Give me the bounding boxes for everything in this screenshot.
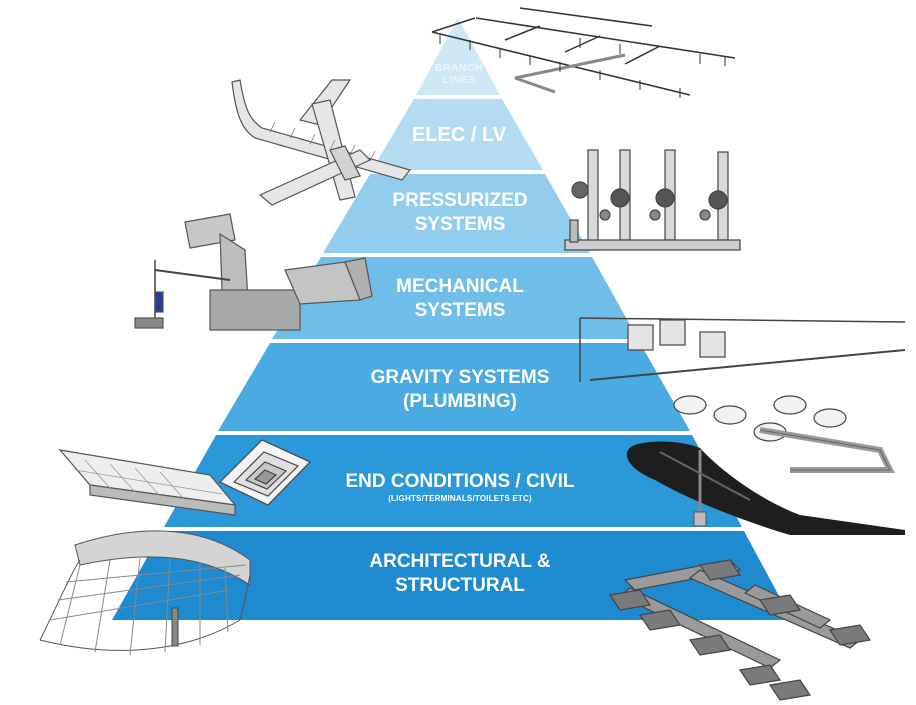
gravity-line-1: GRAVITY SYSTEMS [370, 367, 550, 388]
cable-tray-illustration [231, 79, 412, 206]
tier-gravity [218, 343, 690, 431]
tier-label-pressurized: PRESSURIZED SYSTEMS [330, 189, 590, 237]
ceiling-diffuser-illustration [218, 439, 312, 506]
mechanical-line-2: SYSTEMS [414, 299, 506, 321]
tier-elec-lv [372, 99, 543, 170]
tier-label-elec-lv: ELEC / LV [360, 123, 558, 147]
plumbing-toilets-illustration [579, 317, 906, 473]
pressurized-line-2: SYSTEMS [414, 213, 506, 235]
pyramid-tiers [112, 18, 792, 620]
hvac-ductwork-illustration [134, 213, 373, 331]
civil-road-drainage-illustration [626, 441, 905, 535]
elec-lv-line-1: ELEC / LV [411, 124, 507, 146]
ceiling-light-fixture-illustration [58, 449, 237, 516]
curved-canopy-structure-illustration [39, 530, 251, 656]
tier-label-architectural: ARCHITECTURAL & STRUCTURAL [290, 550, 630, 598]
tier-pressurized [323, 174, 590, 253]
end-conditions-line-1: END CONDITIONS / CIVIL [345, 471, 575, 492]
architectural-line-2: STRUCTURAL [395, 574, 525, 596]
pressurized-line-1: PRESSURIZED [392, 190, 528, 211]
branch-lines-line-2: LINES [442, 74, 476, 87]
tier-label-end-conditions: END CONDITIONS / CIVIL (LIGHTS/TERMINALS… [290, 470, 630, 504]
sprinkler-branch-lines-illustration [431, 7, 736, 98]
tier-label-branch-lines: BRANCH LINES [400, 62, 518, 86]
mechanical-line-1: MECHANICAL [396, 276, 524, 297]
end-conditions-subtitle: (LIGHTS/TERMINALS/TOILETS ETC) [388, 494, 532, 504]
tier-branch-lines [416, 18, 500, 95]
architectural-line-1: ARCHITECTURAL & [369, 551, 551, 572]
tier-label-gravity: GRAVITY SYSTEMS (PLUMBING) [300, 366, 620, 414]
branch-lines-line-1: BRANCH [434, 62, 484, 74]
pressurized-pipe-risers-illustration [564, 149, 741, 251]
gravity-line-2: (PLUMBING) [403, 390, 517, 412]
tier-label-mechanical: MECHANICAL SYSTEMS [330, 275, 590, 323]
tier-end-conditions [164, 435, 742, 527]
foundation-footings-illustration [608, 559, 872, 701]
